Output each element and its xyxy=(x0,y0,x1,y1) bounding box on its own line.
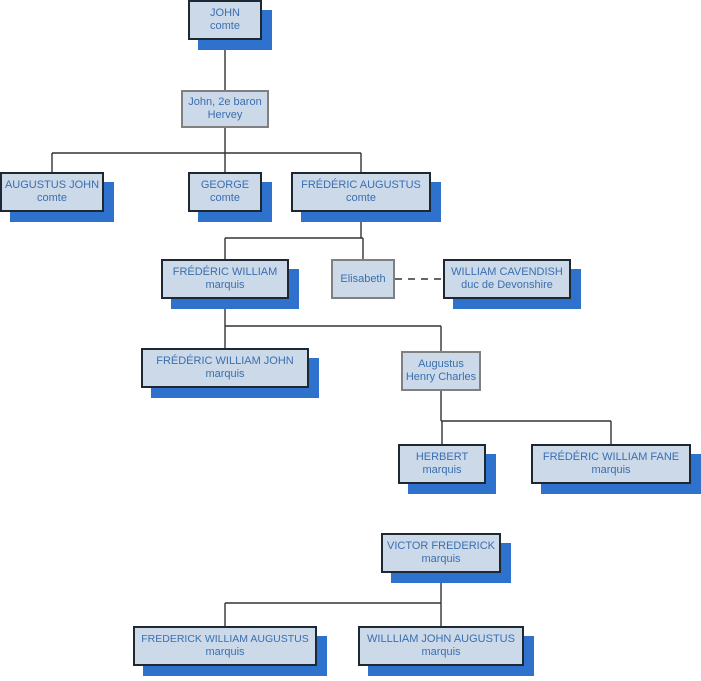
person-title: marquis xyxy=(205,279,245,291)
person-name: Augustus xyxy=(418,358,464,371)
person-name: JOHN xyxy=(210,7,240,20)
person-name: FRÉDÉRIC WILLIAM xyxy=(172,266,278,279)
person-name: FRÉDÉRIC WILLIAM JOHN xyxy=(156,355,294,368)
person-title: marquis xyxy=(421,553,461,565)
person-title: marquis xyxy=(421,646,461,658)
person-name: FRÉDÉRIC AUGUSTUS xyxy=(301,179,421,192)
person-name: John, 2e baron xyxy=(188,96,262,109)
person-title: marquis xyxy=(205,645,245,658)
person-title: Henry Charles xyxy=(405,371,477,383)
person-name: FRÉDÉRIC WILLIAM FANE xyxy=(542,451,680,464)
person-name: VICTOR FREDERICK xyxy=(387,540,495,553)
person-title: duc de Devonshire xyxy=(461,279,553,291)
person-name: AUGUSTUS JOHN xyxy=(4,179,100,192)
person-title: marquis xyxy=(205,368,245,380)
person-title: comte xyxy=(210,192,240,204)
person-node-elisabeth[interactable]: Elisabeth xyxy=(331,259,395,299)
person-name: WILLLIAM JOHN AUGUSTUS xyxy=(367,633,515,646)
person-title: marquis xyxy=(591,464,631,476)
person-name: WILLIAM CAVENDISH xyxy=(451,266,563,279)
person-name: GEORGE xyxy=(200,179,250,192)
person-title: comte xyxy=(346,192,376,204)
person-title: comte xyxy=(37,192,67,204)
person-name: HERBERT xyxy=(415,451,469,464)
person-title: Hervey xyxy=(207,109,243,121)
person-name: Elisabeth xyxy=(340,272,386,285)
person-title: comte xyxy=(210,20,240,32)
person-name: FREDERICK WILLIAM AUGUSTUS xyxy=(141,633,309,646)
person-title: marquis xyxy=(422,464,462,476)
